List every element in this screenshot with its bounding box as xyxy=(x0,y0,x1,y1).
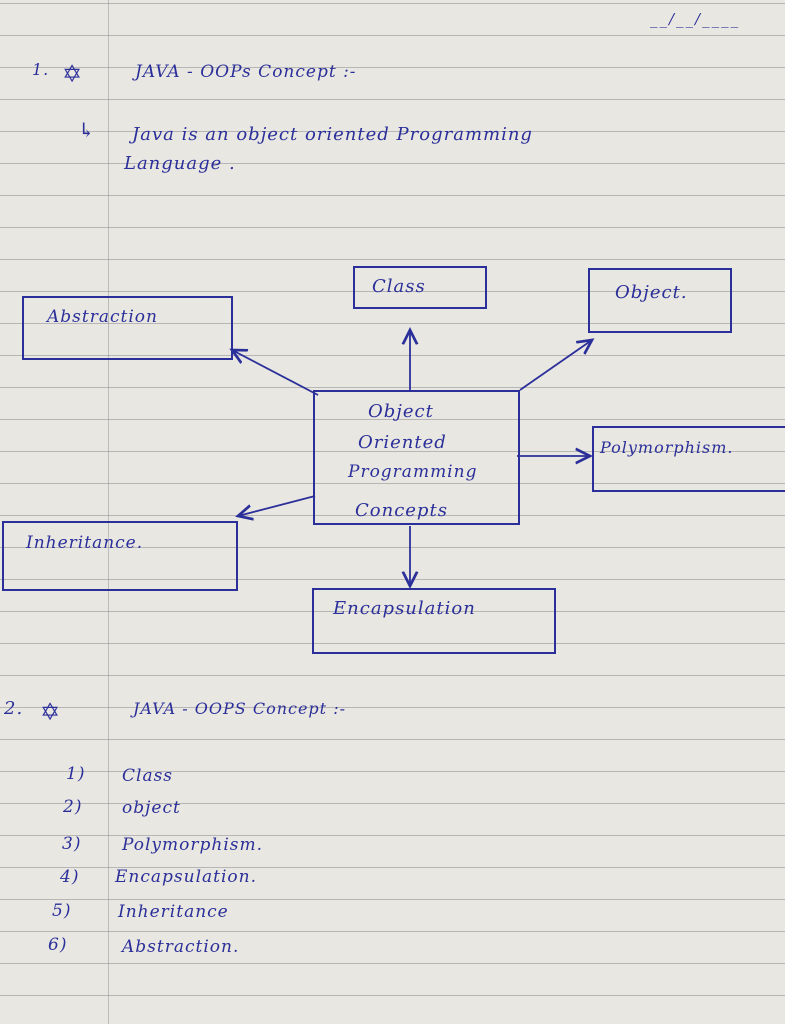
list-item-number: 4) xyxy=(60,867,80,887)
star-of-david-icon: ✡ xyxy=(62,60,83,88)
list-item-number: 5) xyxy=(52,901,72,921)
list-item-text: object xyxy=(122,798,181,818)
date-mark: __/__/____ xyxy=(650,10,741,28)
arrow-to-object xyxy=(519,340,592,391)
class-box xyxy=(353,266,487,309)
center-concepts-box xyxy=(313,390,520,525)
list-item-number: 3) xyxy=(62,834,82,854)
list-item-text: Encapsulation. xyxy=(115,867,257,887)
encapsulation-box xyxy=(312,588,556,654)
center-line-4: Concepts xyxy=(355,500,448,521)
object-box xyxy=(588,268,732,333)
section2-number: 2. xyxy=(4,698,24,719)
center-line-2: Oriented xyxy=(358,432,447,453)
polymorphism-box xyxy=(592,426,785,492)
center-line-3: Programming xyxy=(348,462,478,482)
encapsulation-label: Encapsulation xyxy=(333,598,476,619)
abstraction-box xyxy=(22,296,233,360)
section1-line2: Language . xyxy=(124,153,236,174)
section1-line1: Java is an object oriented Programming xyxy=(132,124,533,145)
section2-title: JAVA - OOPS Concept :- xyxy=(133,699,346,718)
list-item-text: Inheritance xyxy=(118,902,229,922)
class-label: Class xyxy=(372,276,426,297)
arrow-to-abstraction xyxy=(232,350,319,396)
section1-title: JAVA - OOPs Concept :- xyxy=(135,62,357,82)
list-item-number: 6) xyxy=(48,935,68,955)
list-item-number: 1) xyxy=(66,764,86,784)
abstraction-label: Abstraction xyxy=(47,307,158,327)
inheritance-label: Inheritance. xyxy=(26,533,144,553)
list-item-number: 2) xyxy=(63,797,83,817)
center-line-1: Object xyxy=(368,401,434,422)
arrow-to-inheritance xyxy=(238,495,316,516)
inheritance-box xyxy=(2,521,238,591)
object-label: Object. xyxy=(615,282,688,303)
polymorphism-label: Polymorphism. xyxy=(600,438,734,457)
list-item-text: Abstraction. xyxy=(122,937,240,957)
section1-number: 1. xyxy=(32,60,50,79)
star-of-david-icon: ✡ xyxy=(40,698,61,726)
arrow-glyph: ↳ xyxy=(78,118,96,142)
list-item-text: Class xyxy=(122,766,174,786)
list-item-text: Polymorphism. xyxy=(122,835,264,855)
margin-line xyxy=(108,0,109,1024)
